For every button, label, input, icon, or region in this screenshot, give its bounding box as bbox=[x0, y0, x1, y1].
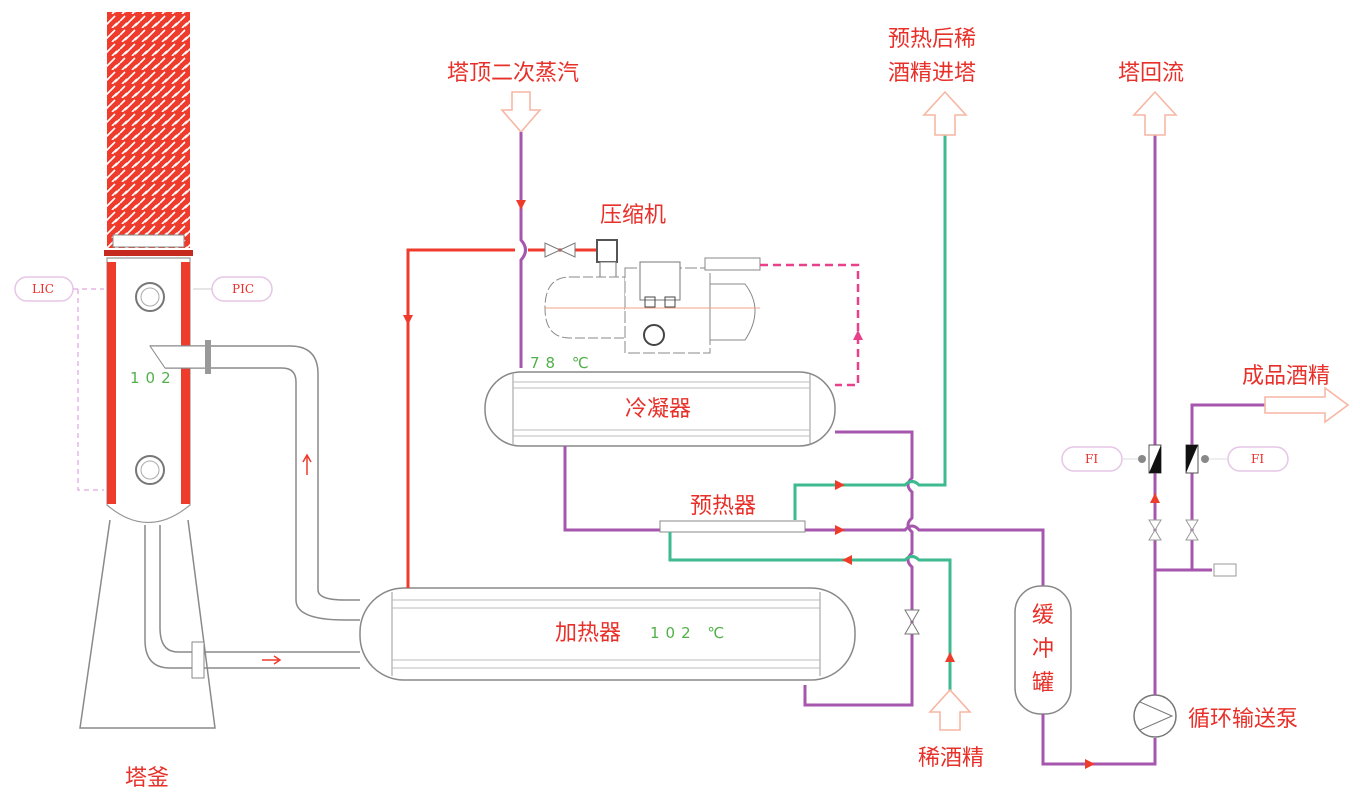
column-skirt bbox=[79, 519, 216, 729]
fi-instrument-right[interactable]: FI bbox=[1227, 446, 1289, 472]
lic-label: LIC bbox=[32, 282, 54, 296]
top-vapor-label: 塔顶二次蒸汽 bbox=[447, 61, 579, 86]
preheater-label: 预热器 bbox=[690, 494, 756, 519]
compressor-label: 压缩机 bbox=[600, 203, 666, 228]
reflux-label: 塔回流 bbox=[1118, 61, 1184, 86]
top-vapor-line bbox=[519, 132, 527, 368]
column-body: 102 bbox=[106, 257, 191, 523]
fi-label: FI bbox=[1085, 452, 1098, 466]
dilute-feed-line bbox=[668, 532, 952, 692]
fi-label: FI bbox=[1251, 452, 1264, 466]
column-bottom-label: 塔釜 bbox=[125, 766, 169, 791]
preheated-feed-label-2: 酒精进塔 bbox=[888, 61, 976, 86]
product-line bbox=[1155, 403, 1265, 572]
flow-meter-icon bbox=[1185, 444, 1209, 474]
condensate-line bbox=[563, 446, 660, 532]
preheater: 预热器 bbox=[659, 494, 806, 533]
condenser: 冷凝器 bbox=[484, 371, 836, 447]
preheated-feed-line bbox=[793, 135, 947, 520]
sight-glass-icon bbox=[135, 455, 165, 485]
column-packing bbox=[104, 12, 193, 256]
circulation-pump[interactable] bbox=[1133, 694, 1177, 738]
compressor: 压缩机 bbox=[544, 203, 761, 354]
inlet-arrow-icon bbox=[922, 90, 968, 136]
column-temperature: 102 bbox=[130, 369, 177, 387]
preheated-feed-label-1: 预热后稀 bbox=[888, 27, 976, 52]
heater-temperature: 102 ℃ bbox=[650, 624, 730, 642]
heater: 加热器 102 ℃ bbox=[359, 587, 856, 681]
valve-icon[interactable] bbox=[544, 242, 576, 258]
column-bottom-pipe bbox=[144, 525, 360, 679]
pump-label: 循环输送泵 bbox=[1188, 707, 1298, 732]
buffer-tank: 缓 冲 罐 bbox=[1014, 585, 1072, 715]
tank-to-pump-line bbox=[1041, 714, 1157, 766]
condenser-temperature: 78 ℃ bbox=[530, 354, 595, 372]
pic-instrument[interactable]: PIC bbox=[211, 276, 273, 302]
valve-icon[interactable] bbox=[1148, 519, 1162, 541]
lic-instrument[interactable]: LIC bbox=[14, 276, 74, 302]
pic-label: PIC bbox=[232, 282, 254, 296]
outlet-arrow-icon bbox=[1264, 386, 1350, 424]
valve-icon[interactable] bbox=[904, 609, 920, 635]
sight-glass-icon bbox=[135, 282, 165, 312]
buffer-tank-label: 缓 bbox=[1032, 603, 1054, 628]
flow-meter-icon bbox=[1138, 444, 1162, 474]
compressor-discharge-line bbox=[760, 263, 860, 387]
preheated-condensate-line bbox=[805, 524, 1045, 586]
outlet-arrow-icon bbox=[1132, 90, 1178, 136]
inlet-arrow-icon bbox=[500, 91, 542, 134]
dilute-feed-label: 稀酒精 bbox=[918, 746, 984, 771]
drain-valve-icon[interactable] bbox=[1213, 563, 1237, 577]
condenser-label: 冷凝器 bbox=[625, 397, 691, 422]
inlet-arrow-icon bbox=[928, 688, 972, 731]
fi-instrument-left[interactable]: FI bbox=[1061, 446, 1123, 472]
buffer-tank-label: 冲 bbox=[1032, 637, 1054, 662]
buffer-tank-label: 罐 bbox=[1032, 671, 1054, 696]
heater-label: 加热器 bbox=[555, 621, 621, 646]
column-vapor-pipe bbox=[149, 340, 360, 621]
valve-icon[interactable] bbox=[1185, 519, 1199, 541]
product-label: 成品酒精 bbox=[1242, 364, 1330, 389]
